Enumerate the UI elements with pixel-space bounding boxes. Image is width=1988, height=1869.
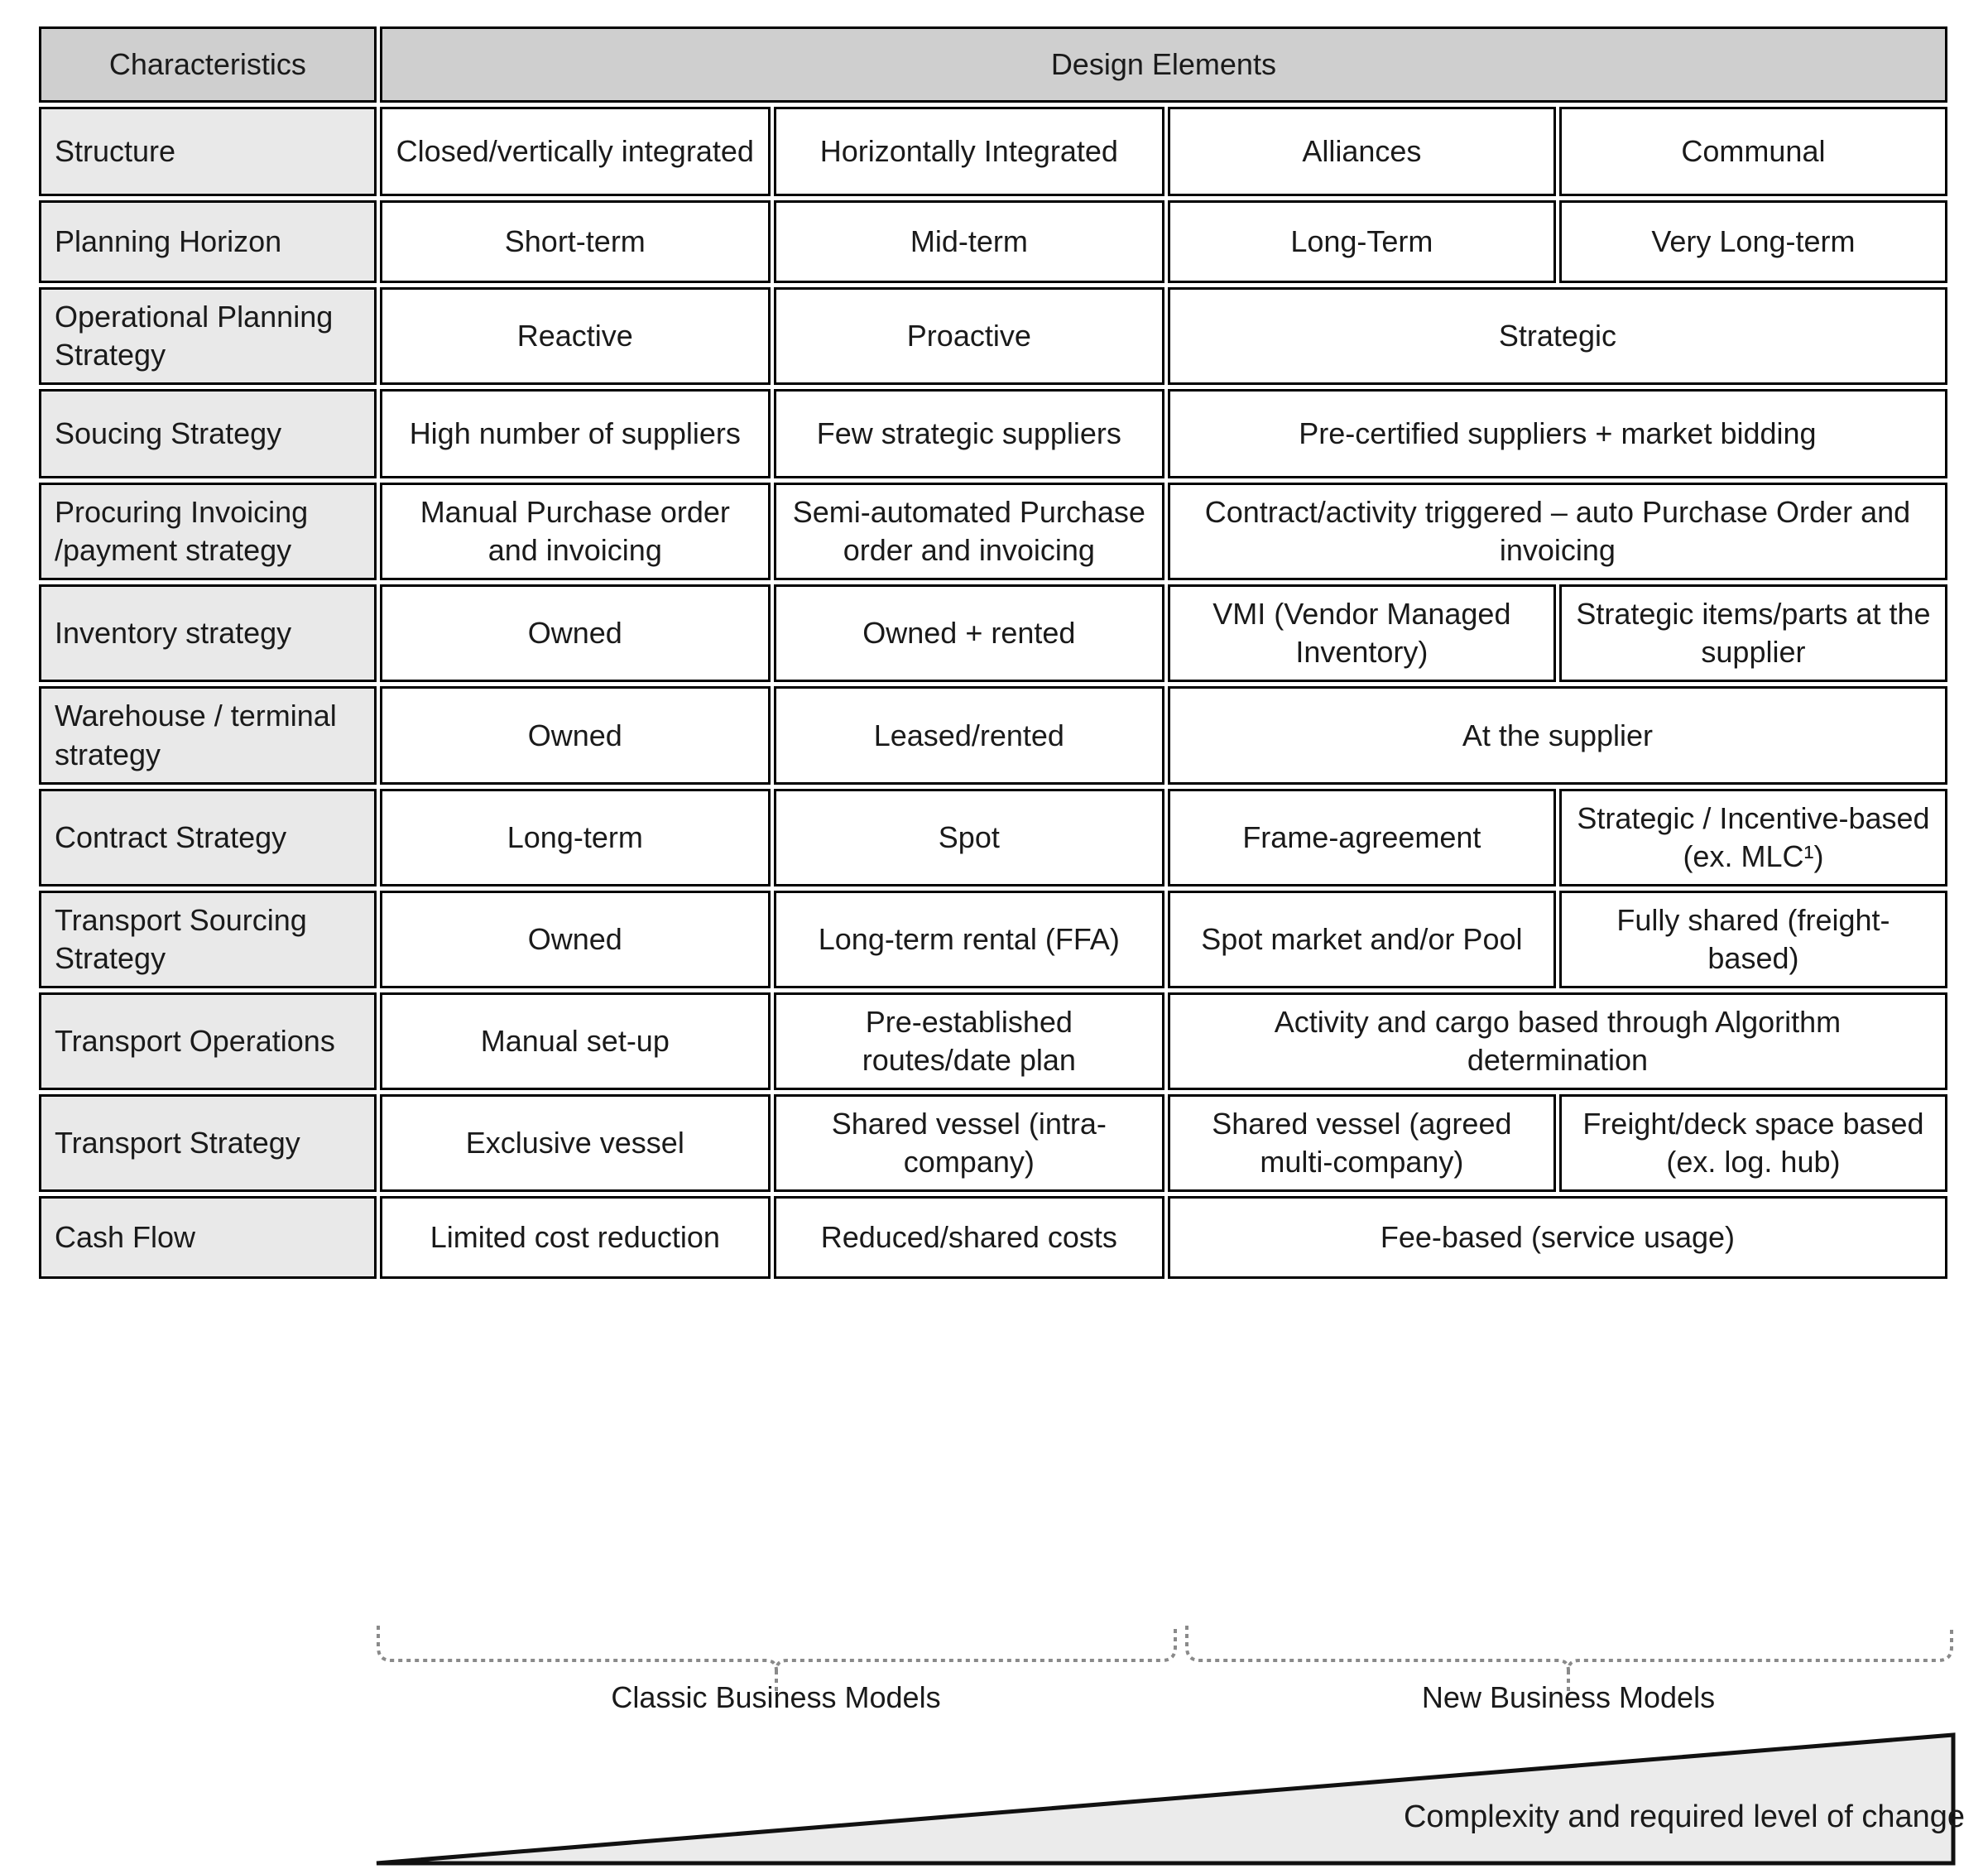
row-header-9: Transport Sourcing Strategy: [39, 890, 377, 988]
cell-r6-c2: Owned + rented: [773, 584, 1164, 683]
triangle-label: Complexity and required level of change: [1403, 1799, 1965, 1834]
row-header-3: Operational Planning Strategy: [39, 287, 377, 386]
cell-r9-c1: Owned: [379, 890, 771, 988]
cell-r1-c2: Horizontally Integrated: [773, 107, 1164, 196]
brace-svg: [377, 1626, 1953, 1692]
cell-r12-c2: Reduced/shared costs: [773, 1196, 1164, 1280]
cell-r12-c3: Fee-based (service usage): [1167, 1196, 1947, 1280]
cell-r5-c1: Manual Purchase order and invoicing: [379, 483, 771, 581]
cell-r1-c4: Communal: [1558, 107, 1947, 196]
cell-r9-c2: Long-term rental (FFA): [773, 890, 1164, 988]
cell-r8-c3: Frame-agreement: [1167, 788, 1556, 886]
cell-r8-c4: Strategic / Incentive-based (ex. MLC¹): [1558, 788, 1947, 886]
cell-r6-c1: Owned: [379, 584, 771, 683]
row-header-8: Contract Strategy: [39, 788, 377, 886]
cell-r7-c1: Owned: [379, 686, 771, 785]
header-design-elements: Design Elements: [379, 26, 1947, 103]
business-model-matrix-table: Characteristics Design Elements Structur…: [36, 22, 1951, 1283]
header-characteristics: Characteristics: [39, 26, 377, 103]
cell-r9-c3: Spot market and/or Pool: [1167, 890, 1556, 988]
cell-r4-c1: High number of suppliers: [379, 389, 771, 479]
cell-r9-c4: Fully shared (freight-based): [1558, 890, 1947, 988]
row-header-12: Cash Flow: [39, 1196, 377, 1280]
cell-r10-c2: Pre-established routes/date plan: [773, 992, 1164, 1091]
cell-r7-c3: At the supplier: [1167, 686, 1947, 785]
row-header-10: Transport Operations: [39, 992, 377, 1091]
cell-r2-c3: Long-Term: [1167, 200, 1556, 283]
cell-r11-c2: Shared vessel (intra-company): [773, 1094, 1164, 1193]
cell-r8-c2: Spot: [773, 788, 1164, 886]
cell-r5-c3: Contract/activity triggered – auto Purch…: [1167, 483, 1947, 581]
row-header-2: Planning Horizon: [39, 200, 377, 283]
cell-r5-c2: Semi-automated Purchase order and invoic…: [773, 483, 1164, 581]
cell-r4-c2: Few strategic suppliers: [773, 389, 1164, 479]
new-brace-icon: [1185, 1626, 1953, 1671]
cell-r12-c1: Limited cost reduction: [379, 1196, 771, 1280]
row-header-5: Procuring Invoicing /payment strategy: [39, 483, 377, 581]
brace-label-new: New Business Models: [1421, 1680, 1716, 1714]
cell-r11-c3: Shared vessel (agreed multi-company): [1167, 1094, 1556, 1193]
cell-r3-c1: Reactive: [379, 287, 771, 386]
cell-r7-c2: Leased/rented: [773, 686, 1164, 785]
cell-r1-c1: Closed/vertically integrated: [379, 107, 771, 196]
cell-r10-c1: Manual set-up: [379, 992, 771, 1091]
classic-brace-icon: [377, 1626, 1177, 1671]
cell-r6-c3: VMI (Vendor Managed Inventory): [1167, 584, 1556, 683]
cell-r11-c4: Freight/deck space based (ex. log. hub): [1558, 1094, 1947, 1193]
cell-r2-c2: Mid-term: [773, 200, 1164, 283]
row-header-7: Warehouse / terminal strategy: [39, 686, 377, 785]
cell-r6-c4: Strategic items/parts at the supplier: [1558, 584, 1947, 683]
cell-r8-c1: Long-term: [379, 788, 771, 886]
cell-r3-c3: Strategic: [1167, 287, 1947, 386]
row-header-11: Transport Strategy: [39, 1094, 377, 1193]
row-header-6: Inventory strategy: [39, 584, 377, 683]
triangle-svg: [376, 1732, 1956, 1866]
brace-label-classic: Classic Business Models: [611, 1680, 941, 1714]
row-header-1: Structure: [39, 107, 377, 196]
triangle-shape-icon: [376, 1732, 1956, 1866]
cell-r2-c4: Very Long-term: [1558, 200, 1947, 283]
cell-r11-c1: Exclusive vessel: [379, 1094, 771, 1193]
table-header-row: Characteristics Design Elements: [39, 26, 1947, 103]
complexity-triangle: Complexity and required level of change: [0, 1728, 1988, 1869]
row-header-4: Soucing Strategy: [39, 389, 377, 479]
table-body: Characteristics Design Elements Structur…: [39, 26, 1947, 1280]
cell-r1-c3: Alliances: [1167, 107, 1556, 196]
cell-r3-c2: Proactive: [773, 287, 1164, 386]
brace-group: Classic Business Models New Business Mod…: [0, 1622, 1988, 1730]
cell-r2-c1: Short-term: [379, 200, 771, 283]
cell-r10-c3: Activity and cargo based through Algorit…: [1167, 992, 1947, 1091]
cell-r4-c3: Pre-certified suppliers + market bidding: [1167, 389, 1947, 479]
